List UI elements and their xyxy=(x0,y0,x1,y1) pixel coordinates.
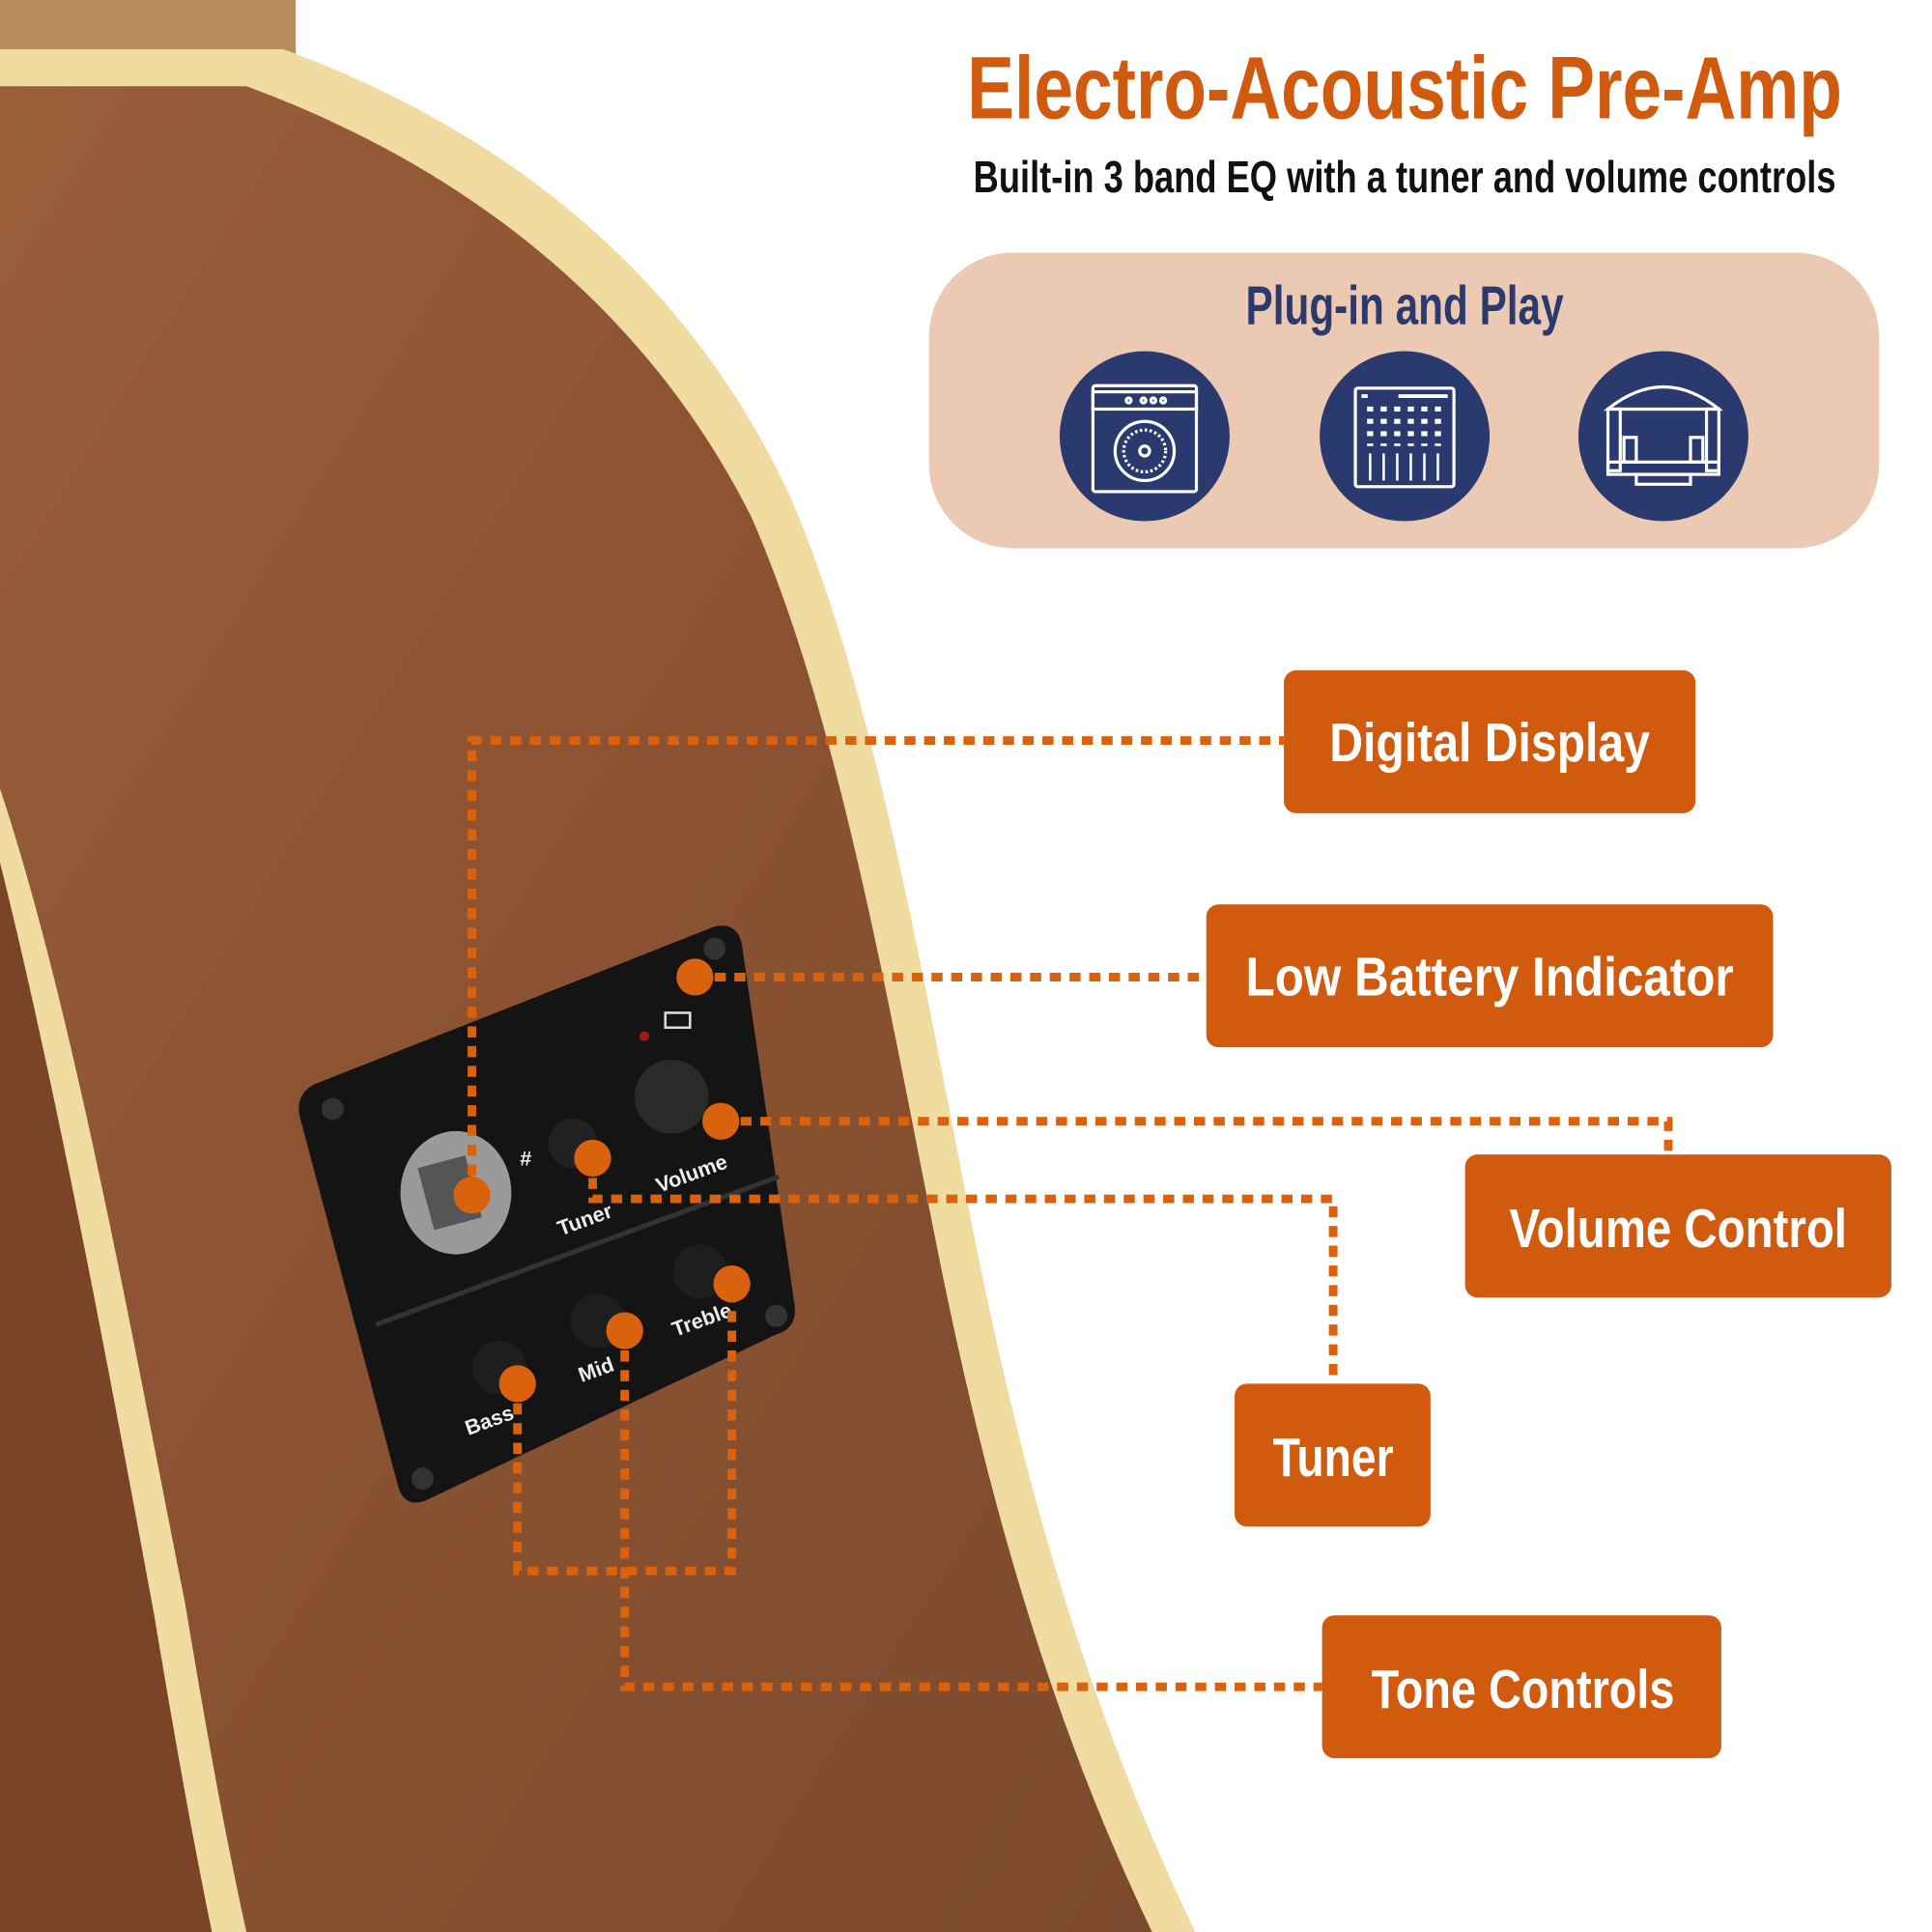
guitar-side xyxy=(0,862,213,1932)
leader-volume xyxy=(721,1117,1673,1155)
callout-low-battery: Low Battery Indicator xyxy=(1206,904,1774,1048)
treble-knob xyxy=(672,1244,727,1299)
dot-mid xyxy=(606,1312,643,1350)
callout-tone-controls: Tone Controls xyxy=(1321,1615,1721,1759)
leader-tone-mid xyxy=(620,1330,1322,1691)
callout-digital-display: Digital Display xyxy=(1284,669,1696,813)
callout-volume-control: Volume Control xyxy=(1464,1154,1891,1298)
dot-tuner xyxy=(574,1139,611,1178)
leader-digital-display xyxy=(468,736,1285,1196)
dot-bass xyxy=(498,1365,536,1403)
guitar-amplifier-icon xyxy=(1059,351,1230,522)
plug-in-and-play-panel: Plug-in and Play xyxy=(928,252,1880,549)
page-subtitle: Built-in 3 band EQ with a tuner and volu… xyxy=(974,152,1836,202)
battery-icon xyxy=(664,1011,692,1030)
callout-dots xyxy=(453,958,751,1403)
sharp-label: # xyxy=(520,1147,531,1171)
dot-volume xyxy=(702,1102,740,1140)
dot-digital-display xyxy=(453,1177,491,1214)
dot-low-battery xyxy=(676,958,714,996)
volume-control-label: Volume Control xyxy=(1510,1198,1847,1259)
page-title: Electro-Acoustic Pre-Amp xyxy=(967,39,1842,137)
mixing-console-icon xyxy=(1320,351,1491,522)
callout-tuner: Tuner xyxy=(1235,1383,1431,1527)
preamp-panel: # Tuner Volume Bass Mid Treble xyxy=(298,925,795,1503)
digital-display-label: Digital Display xyxy=(1329,712,1650,773)
plug-in-title: Plug-in and Play xyxy=(1246,274,1564,335)
tuner-label-callout: Tuner xyxy=(1273,1427,1394,1488)
leader-tuner xyxy=(588,1157,1338,1384)
dot-treble xyxy=(713,1264,751,1303)
low-battery-label: Low Battery Indicator xyxy=(1246,947,1734,1008)
concert-stage-icon xyxy=(1577,351,1748,522)
leader-lines xyxy=(468,736,1673,1691)
battery-led xyxy=(639,1031,650,1041)
volume-knob xyxy=(634,1059,709,1134)
tone-controls-label: Tone Controls xyxy=(1372,1659,1675,1719)
